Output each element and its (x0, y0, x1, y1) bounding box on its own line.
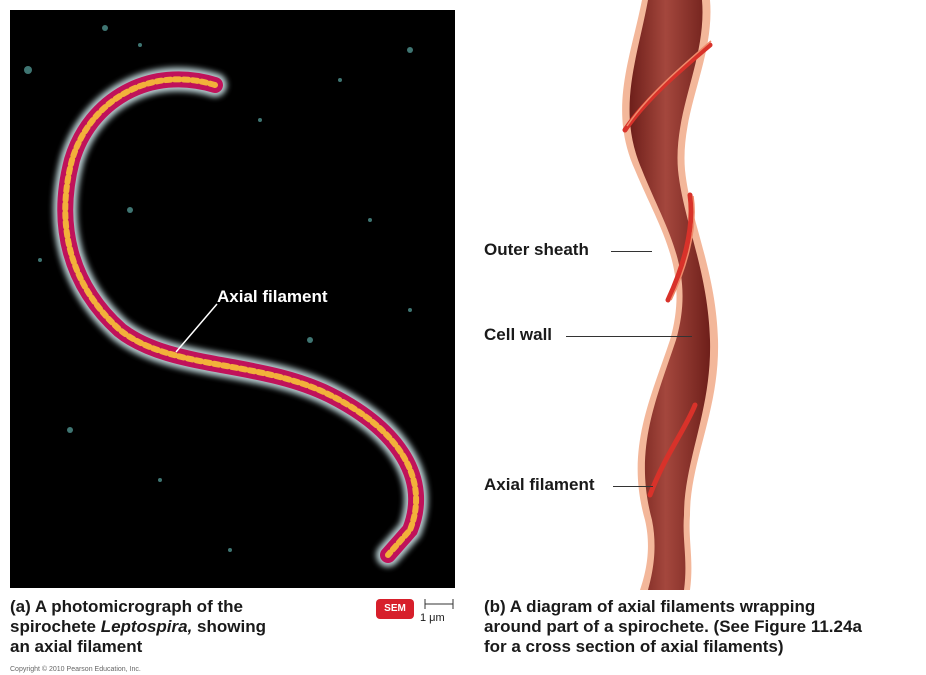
axial-filament-label: Axial filament (484, 475, 595, 495)
caption-a: (a) A photomicrograph of the spirochete … (10, 597, 266, 657)
callout-line (176, 304, 217, 352)
axial-filament-leader (613, 486, 653, 487)
caption-b-line2: around part of a spirochete. (See Figure… (484, 617, 862, 637)
caption-a-line2a: spirochete (10, 617, 101, 636)
caption-a-line2c: showing (192, 617, 266, 636)
caption-b-line1: A diagram of axial filaments wrapping (506, 597, 816, 616)
cell-wall-leader (566, 336, 692, 337)
scale-label: 1 μm (420, 612, 445, 624)
spirochete-drawing (590, 0, 770, 590)
cell-wall-label: Cell wall (484, 325, 552, 345)
caption-a-letter: (a) (10, 597, 31, 616)
caption-a-genus: Leptospira, (101, 617, 193, 636)
caption-a-line1: A photomicrograph of the (31, 597, 243, 616)
cell-body (65, 79, 416, 555)
sem-badge: SEM (376, 599, 414, 619)
caption-b-line3: for a cross section of axial filaments) (484, 637, 862, 657)
caption-b: (b) A diagram of axial filaments wrappin… (484, 597, 862, 657)
photomicrograph-panel: Axial filament (10, 10, 455, 588)
outer-sheath-label: Outer sheath (484, 240, 589, 260)
caption-a-line3: an axial filament (10, 637, 266, 657)
copyright: Copyright © 2010 Pearson Education, Inc. (10, 666, 141, 673)
scale-bar (423, 598, 455, 610)
caption-b-letter: (b) (484, 597, 506, 616)
spirochete-diagram (590, 0, 770, 590)
outer-sheath-leader (611, 251, 652, 252)
axial-filament-callout: Axial filament (217, 287, 328, 307)
